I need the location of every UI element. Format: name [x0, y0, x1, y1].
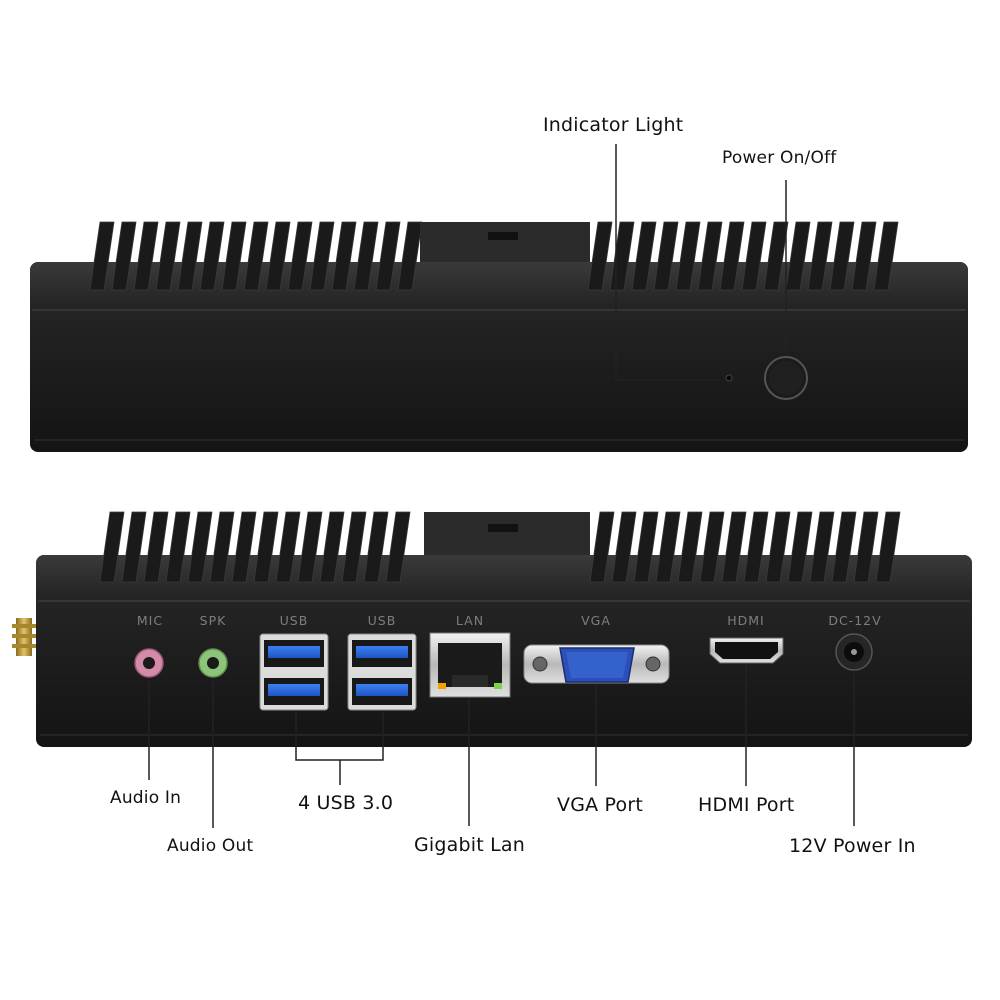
usb-callout: 4 USB 3.0 — [298, 792, 394, 814]
heatsink-fin — [187, 511, 213, 583]
heatsink-fin — [353, 221, 379, 291]
heatsink-fin — [677, 511, 703, 583]
dc-port-label: DC-12V — [828, 613, 881, 628]
heatsink-fin — [873, 221, 899, 291]
heatsink-fin — [243, 221, 269, 291]
heatsink-fin — [655, 511, 681, 583]
vga-callout: VGA Port — [557, 794, 644, 816]
heatsink-fin — [341, 511, 367, 583]
dc-power-jack[interactable] — [835, 633, 873, 671]
heatsink-fin — [721, 511, 747, 583]
heatsink-fin — [143, 511, 169, 583]
power-in-callout: 12V Power In — [789, 835, 916, 857]
heatsink-fin — [165, 511, 191, 583]
hdmi-port-label: HDMI — [727, 613, 765, 628]
front-view — [30, 144, 968, 452]
hdmi-callout: HDMI Port — [698, 794, 795, 816]
mic-jack[interactable] — [134, 648, 164, 678]
heatsink-fin — [743, 511, 769, 583]
heatsink-fin — [765, 511, 791, 583]
indicator-light — [725, 374, 733, 382]
heatsink-fin — [363, 511, 389, 583]
heatsink-fin — [631, 221, 657, 291]
heatsink-fin — [199, 221, 225, 291]
heatsink-fin — [611, 511, 637, 583]
hdmi-port[interactable] — [709, 637, 784, 664]
heatsink-fin — [331, 221, 357, 291]
heatsink-fin — [99, 511, 125, 583]
power-button-callout: Power On/Off — [722, 148, 837, 168]
heatsink-fin — [297, 511, 323, 583]
heatsink-fin — [89, 221, 115, 291]
heatsink-fin — [697, 221, 723, 291]
heatsink-fin — [699, 511, 725, 583]
heatsink-fin — [633, 511, 659, 583]
heatsink-fin — [829, 221, 855, 291]
lan-port[interactable] — [429, 632, 511, 698]
heatsink-fin — [675, 221, 701, 291]
heatsink-fins — [89, 221, 899, 291]
heatsink-fin — [851, 221, 877, 291]
heatsink-fin — [807, 221, 833, 291]
spk-port-label: SPK — [200, 613, 227, 628]
heatsink-fin — [787, 511, 813, 583]
vga-port-label: VGA — [581, 613, 611, 628]
usb-stack-right[interactable] — [347, 633, 417, 711]
heatsink-fin — [177, 221, 203, 291]
heatsink-fin — [785, 221, 811, 291]
audio-in-callout: Audio In — [110, 788, 182, 808]
lan-port-label: LAN — [456, 613, 484, 628]
heatsink-fin — [397, 221, 423, 291]
heatsink-fin — [121, 511, 147, 583]
mic-port-label: MIC — [137, 613, 163, 628]
heatsink-fin — [763, 221, 789, 291]
audio-out-callout: Audio Out — [167, 836, 254, 856]
heatsink-fin — [111, 221, 137, 291]
heatsink-fin — [287, 221, 313, 291]
heatsink-fin — [719, 221, 745, 291]
heatsink-fin — [587, 221, 613, 291]
heatsink-fin — [853, 511, 879, 583]
heatsink-fin — [875, 511, 901, 583]
indicator-light-callout: Indicator Light — [543, 114, 684, 136]
vga-port[interactable] — [523, 644, 670, 684]
usb-port-label: USB — [280, 613, 309, 628]
heatsink-fins — [99, 511, 901, 583]
spk-jack[interactable] — [198, 648, 228, 678]
heatsink-fin — [809, 511, 835, 583]
heatsink-fin — [375, 221, 401, 291]
heatsink-fin — [653, 221, 679, 291]
lan-callout: Gigabit Lan — [414, 834, 526, 856]
heatsink-fin — [589, 511, 615, 583]
heatsink-fin — [221, 221, 247, 291]
heatsink-fin — [309, 221, 335, 291]
heatsink-fin — [231, 511, 257, 583]
rear-view: MIC SPK USB USB LAN VGA HDMI DC-12V — [12, 511, 972, 828]
usb-stack-left[interactable] — [259, 633, 329, 711]
heatsink-fin — [253, 511, 279, 583]
heatsink-fin — [319, 511, 345, 583]
heatsink-fin — [133, 221, 159, 291]
heatsink-fin — [209, 511, 235, 583]
antenna-connector — [12, 618, 36, 656]
heatsink-fin — [265, 221, 291, 291]
heatsink-fin — [741, 221, 767, 291]
usb-port-label: USB — [368, 613, 397, 628]
heatsink-fin — [155, 221, 181, 291]
heatsink-fin — [831, 511, 857, 583]
heatsink-fin — [385, 511, 411, 583]
heatsink-fin — [275, 511, 301, 583]
